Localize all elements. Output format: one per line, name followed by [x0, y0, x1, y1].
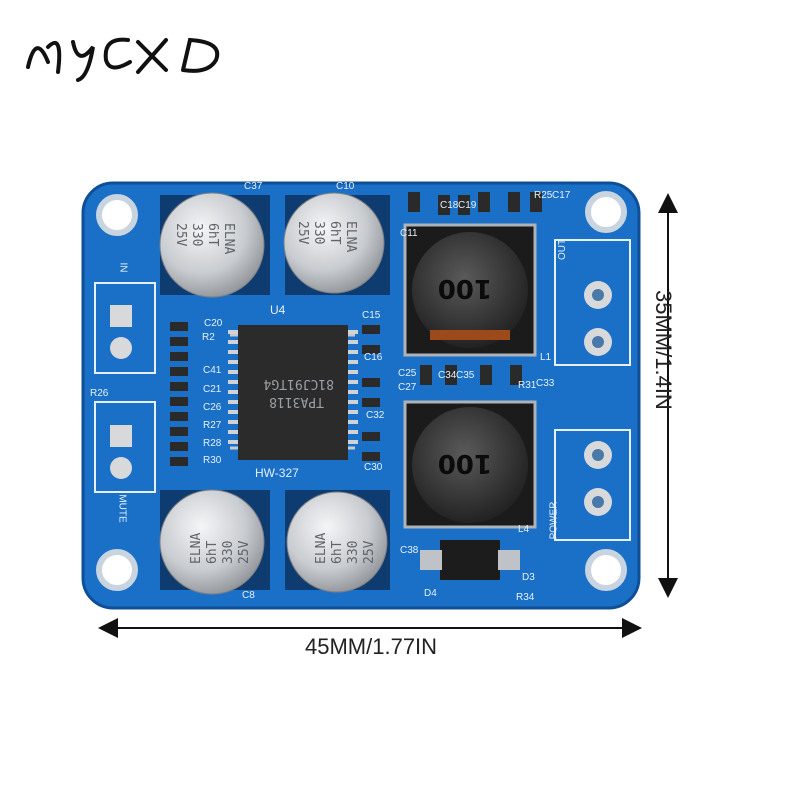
inductor-bottom — [403, 400, 537, 529]
width-dimension-label: 45MM/1.77IN — [305, 634, 438, 659]
terminal-pads — [110, 281, 612, 516]
inductor-value-top: 100 — [438, 273, 492, 303]
capacitor-group — [159, 192, 390, 595]
svg-text:330: 330 — [311, 221, 326, 244]
amplifier-chip — [228, 325, 358, 460]
chip-text-2: TPA3118 — [269, 394, 324, 409]
svg-text:25V: 25V — [295, 221, 310, 245]
silk-model: HW-327 — [255, 466, 299, 480]
svg-text:ELNA: ELNA — [221, 223, 236, 254]
svg-text:ELNA: ELNA — [314, 533, 329, 564]
svg-text:6hT: 6hT — [327, 221, 342, 245]
svg-text:25V: 25V — [237, 540, 252, 564]
svg-text:330: 330 — [221, 541, 236, 564]
inductor-value-bottom: 100 — [438, 448, 492, 478]
svg-text:330: 330 — [346, 541, 361, 564]
svg-text:ELNA: ELNA — [189, 533, 204, 564]
svg-text:330: 330 — [189, 223, 204, 246]
height-dimension-label: 35MM/1.4IN — [651, 290, 676, 410]
svg-text:6hT: 6hT — [330, 540, 345, 564]
silk-chip-ref: U4 — [270, 303, 286, 317]
mounting-holes — [96, 191, 627, 591]
svg-text:25V: 25V — [173, 223, 188, 247]
svg-text:6hT: 6hT — [205, 223, 220, 247]
kycxd-logo — [26, 37, 220, 82]
svg-text:6hT: 6hT — [205, 540, 220, 564]
chip-text-1: 81CJ91TG4 — [263, 376, 334, 391]
svg-text:25V: 25V — [362, 540, 377, 564]
smd-components — [170, 192, 542, 580]
capacitor-labels: ELNA 6hT 330 25V ELNA 6hT 330 25V ELNA 6… — [173, 221, 377, 564]
input-terminal — [94, 239, 631, 541]
inductor-top — [403, 223, 537, 357]
svg-text:ELNA: ELNA — [343, 221, 358, 252]
